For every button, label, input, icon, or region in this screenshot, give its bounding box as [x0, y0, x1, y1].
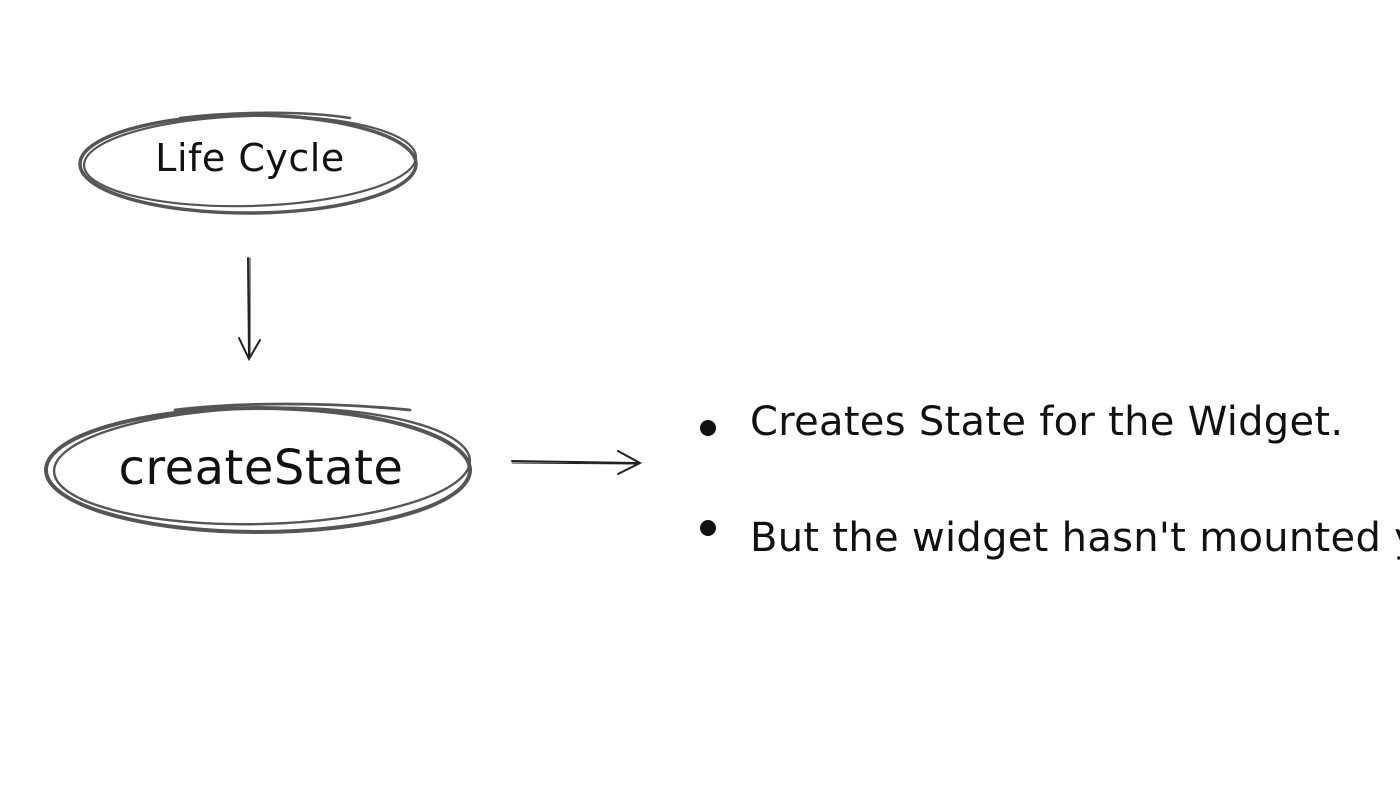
bullet-dot-icon — [700, 420, 716, 436]
notes-list: Creates State for the Widget. But the wi… — [700, 394, 1400, 626]
node-createstate-label: createState — [118, 440, 404, 496]
note-text: But the widget hasn't mounted yet — [750, 515, 1400, 561]
note-text: Creates State for the Widget. — [750, 399, 1344, 445]
node-lifecycle-label: Life Cycle — [155, 136, 345, 180]
note-item: Creates State for the Widget. — [700, 394, 1400, 450]
bullet-dot-icon — [700, 520, 716, 536]
edge-lifecycle-to-createstate — [238, 257, 261, 362]
node-createstate-ellipse — [44, 402, 472, 534]
node-lifecycle-ellipse — [78, 111, 418, 215]
note-item: But the widget hasn't mounted yet — [700, 510, 1400, 566]
edge-createstate-to-notes — [511, 450, 643, 475]
